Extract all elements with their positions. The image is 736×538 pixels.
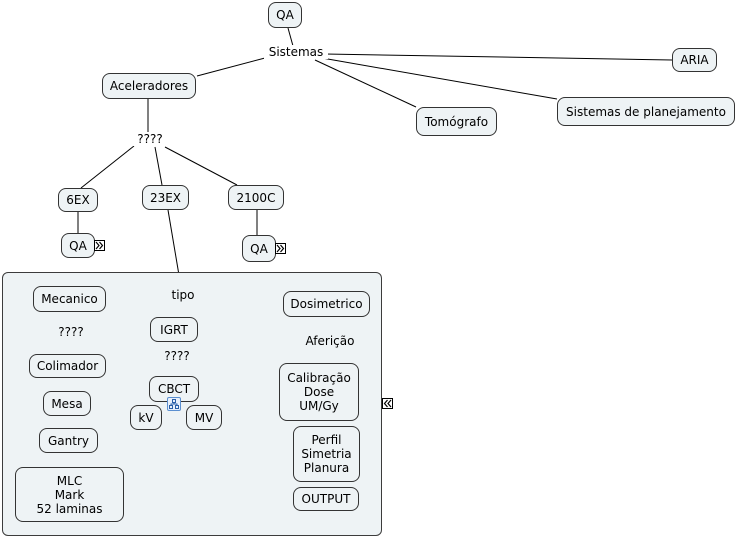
sistemas-label[interactable]: Sistemas <box>264 45 328 59</box>
23ex-node[interactable]: 23EX <box>142 185 189 210</box>
dosimetrico-label: Dosimetrico <box>290 297 363 311</box>
colimador-node[interactable]: Colimador <box>29 354 106 378</box>
qa-2100c-label: QA <box>250 241 268 256</box>
aria-node[interactable]: ARIA <box>672 48 717 72</box>
colimador-label: Colimador <box>36 359 99 373</box>
afericao-label[interactable]: Aferição <box>300 334 360 348</box>
submap-icon[interactable] <box>167 397 181 411</box>
sistemas-planejamento-label: Sistemas de planejamento <box>566 104 726 119</box>
calibracao-label: Calibração Dose UM/Gy <box>287 371 351 413</box>
gantry-label: Gantry <box>48 433 89 448</box>
cbct-label: CBCT <box>157 382 191 396</box>
kv-label: kV <box>138 410 154 425</box>
tipo-label[interactable]: tipo <box>166 288 200 302</box>
mecanico-question-label[interactable]: ???? <box>53 325 89 339</box>
mecanico-node[interactable]: Mecanico <box>33 286 106 312</box>
aceleradores-node[interactable]: Aceleradores <box>102 73 196 99</box>
2100c-label: 2100C <box>236 190 276 205</box>
mv-node[interactable]: MV <box>186 405 222 430</box>
igrt-node[interactable]: IGRT <box>150 317 198 342</box>
tomografo-label: Tomógrafo <box>424 114 489 129</box>
kv-node[interactable]: kV <box>130 405 162 430</box>
2100c-node[interactable]: 2100C <box>228 185 284 210</box>
qa-top-node[interactable]: QA <box>268 2 302 28</box>
6ex-label: 6EX <box>66 193 90 207</box>
mv-label: MV <box>194 410 214 425</box>
6ex-node[interactable]: 6EX <box>58 188 98 212</box>
sistemas-planejamento-node[interactable]: Sistemas de planejamento <box>557 97 735 126</box>
igrt-question-label[interactable]: ???? <box>159 349 195 363</box>
qa-6ex-node[interactable]: QA <box>61 233 95 258</box>
perfil-label: Perfil Simetria Planura <box>301 433 352 475</box>
tomografo-node[interactable]: Tomógrafo <box>416 107 497 136</box>
gantry-node[interactable]: Gantry <box>39 428 98 453</box>
23ex-label: 23EX <box>149 190 182 205</box>
output-label: OUTPUT <box>301 492 351 506</box>
qa-6ex-label: QA <box>69 238 87 253</box>
mlc-node[interactable]: MLC Mark 52 laminas <box>15 467 124 522</box>
igrt-label: IGRT <box>160 322 188 337</box>
qa-top-label: QA <box>276 8 294 22</box>
aceleradores-label: Aceleradores <box>109 79 189 93</box>
mesa-label: Mesa <box>51 396 83 411</box>
collapse-arrows-icon[interactable] <box>382 398 393 409</box>
expand-arrows-icon[interactable] <box>94 240 105 251</box>
mesa-node[interactable]: Mesa <box>43 391 91 416</box>
output-node[interactable]: OUTPUT <box>293 487 359 511</box>
aceleradores-question-label[interactable]: ???? <box>132 132 168 146</box>
dosimetrico-node[interactable]: Dosimetrico <box>283 291 370 317</box>
perfil-node[interactable]: Perfil Simetria Planura <box>293 426 360 482</box>
mecanico-label: Mecanico <box>41 292 98 306</box>
cbct-node[interactable]: CBCT <box>149 376 199 402</box>
aria-label: ARIA <box>680 53 709 67</box>
mlc-label: MLC Mark 52 laminas <box>36 473 103 516</box>
calibracao-node[interactable]: Calibração Dose UM/Gy <box>279 363 359 421</box>
expand-arrows-icon[interactable] <box>275 243 286 254</box>
qa-2100c-node[interactable]: QA <box>242 235 276 262</box>
